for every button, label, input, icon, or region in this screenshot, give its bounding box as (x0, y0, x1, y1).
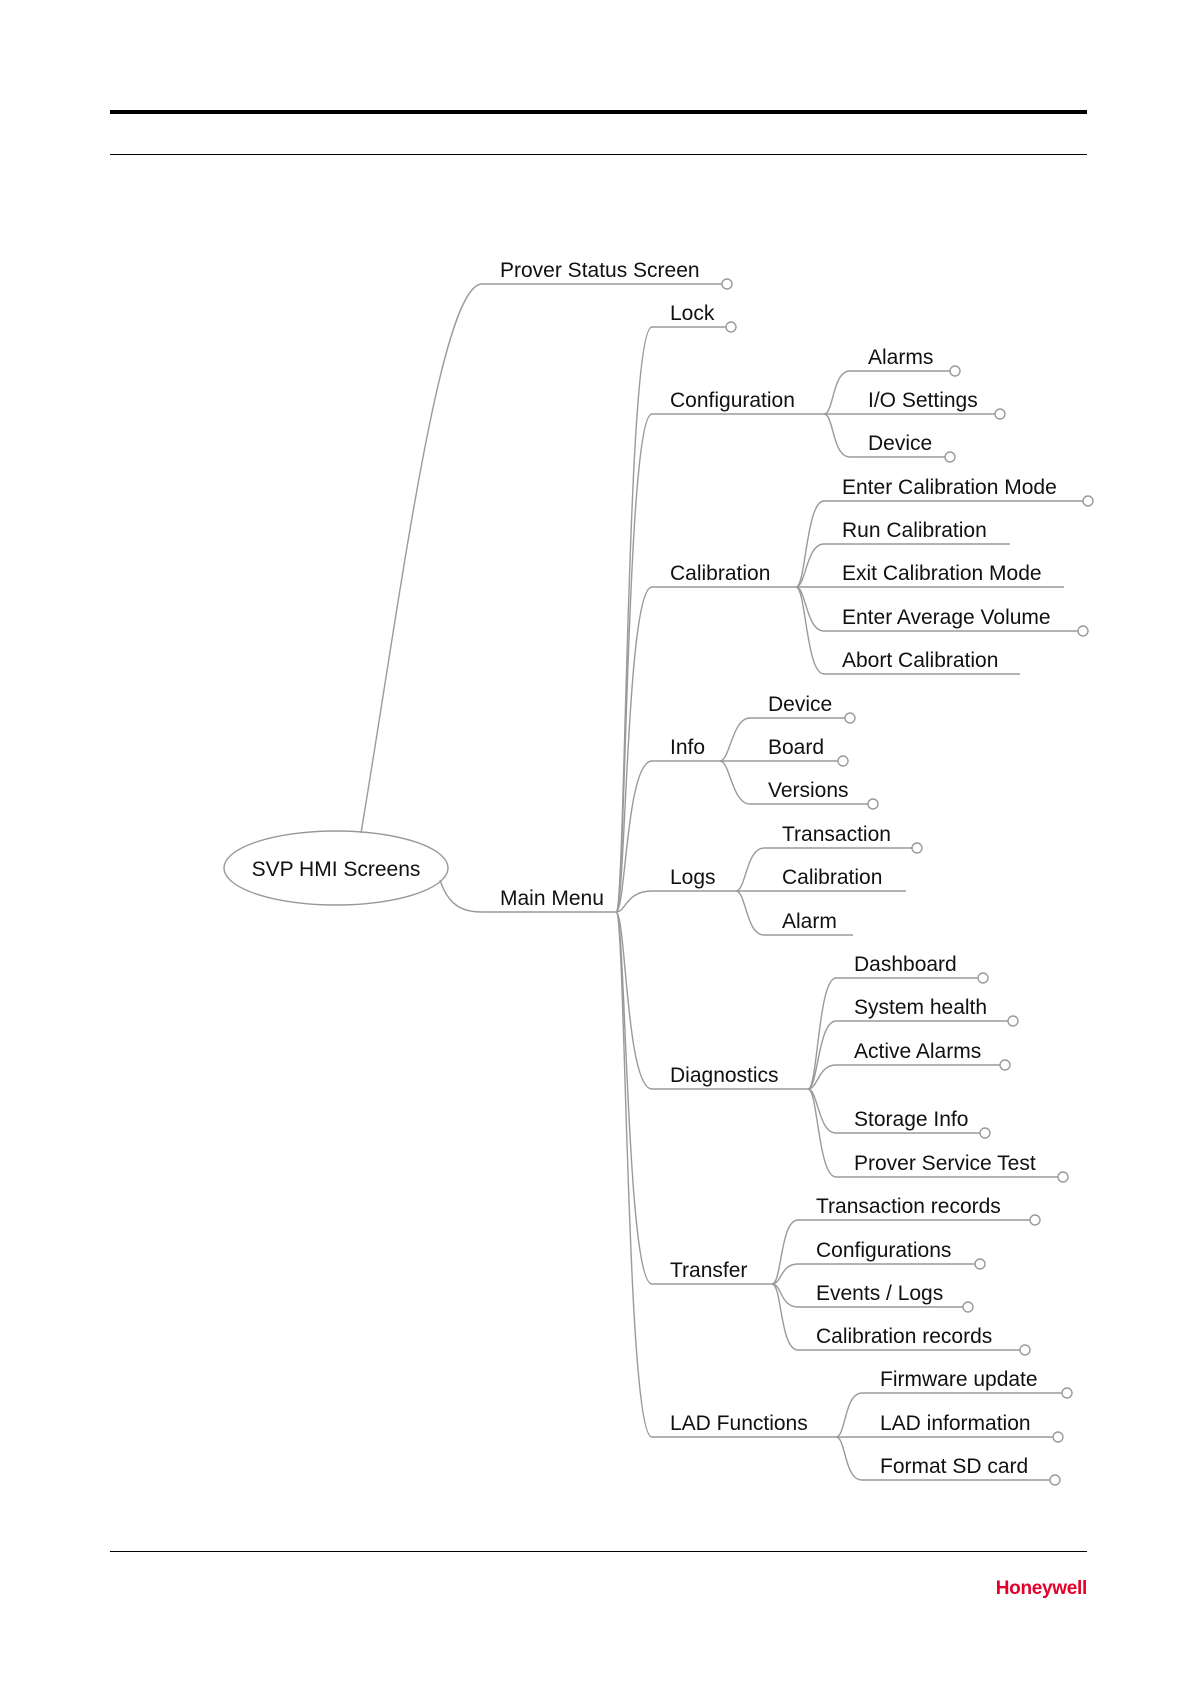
honeywell-logo: Honeywell (995, 1578, 1088, 1599)
node-lad-functions-firmware-update-label: Firmware update (880, 1368, 1038, 1391)
connector-lad-functions-firmware-update (835, 1392, 863, 1438)
node-diagnostics-system-health-end-node (1007, 1015, 1019, 1027)
node-transfer-configurations-label: Configurations (816, 1239, 951, 1262)
connector-diagnostics-system-health (807, 1020, 837, 1090)
node-configuration-label: Configuration (670, 389, 795, 412)
connector-lad-functions (615, 911, 653, 1438)
node-configuration-device-label: Device (868, 432, 932, 455)
node-calibration-label: Calibration (670, 562, 770, 585)
node-calibration-enter-average-volume-end-node (1077, 625, 1089, 637)
node-diagnostics-prover-service-test-label: Prover Service Test (854, 1152, 1036, 1175)
node-lad-functions-format-sd-card-end-node (1049, 1474, 1061, 1486)
node-calibration-abort-calibration-label: Abort Calibration (842, 649, 998, 672)
connector-diagnostics-prover-service-test (807, 1088, 837, 1178)
connector-prover-status (360, 283, 483, 834)
root-node (223, 830, 449, 906)
connector-calibration-run-calibration (795, 543, 825, 588)
connector-info (615, 760, 653, 913)
node-lock-label: Lock (670, 302, 715, 325)
node-lad-functions-lad-information-end-node (1052, 1431, 1064, 1443)
connector-logs-transaction (735, 847, 765, 892)
connector-main-menu (439, 879, 483, 913)
node-lad-functions-lad-information-label: LAD information (880, 1412, 1031, 1435)
node-calibration-enter-calibration-mode-end-node (1082, 495, 1094, 507)
node-info-board-label: Board (768, 736, 824, 759)
node-lad-functions-firmware-update-end-node (1061, 1387, 1073, 1399)
root-node-label: SVP HMI Screens (252, 858, 421, 881)
node-logs-label: Logs (670, 866, 716, 889)
node-prover-status-screen-label: Prover Status Screen (500, 259, 700, 282)
node-calibration-enter-calibration-mode-label: Enter Calibration Mode (842, 476, 1057, 499)
node-transfer-configurations-end-node (974, 1258, 986, 1270)
node-transfer-label: Transfer (670, 1259, 747, 1282)
node-lad-functions-label: LAD Functions (670, 1412, 808, 1435)
node-info-label: Info (670, 736, 705, 759)
node-configuration-device-end-node (944, 451, 956, 463)
connector-logs-alarm (735, 890, 765, 936)
node-diagnostics-system-health-label: System health (854, 996, 987, 1019)
node-transfer-calibration-records-end-node (1019, 1344, 1031, 1356)
connector-diagnostics-dashboard (807, 977, 837, 1090)
node-transfer-transaction-records-label: Transaction records (816, 1195, 1001, 1218)
node-info-versions-end-node (867, 798, 879, 810)
node-logs-alarm-label: Alarm (782, 910, 837, 933)
header-rule-thin (110, 154, 1087, 155)
connector-transfer-transaction-records (771, 1219, 799, 1285)
connector-lad-functions-format-sd-card (835, 1436, 863, 1481)
connector-logs (615, 890, 653, 913)
node-diagnostics-label: Diagnostics (670, 1064, 779, 1087)
node-diagnostics-dashboard-label: Dashboard (854, 953, 957, 976)
node-transfer-events-logs-label: Events / Logs (816, 1282, 943, 1305)
node-lock-end-node (725, 321, 737, 333)
connector-configuration-device (823, 413, 851, 458)
node-diagnostics-storage-info-end-node (979, 1127, 991, 1139)
node-calibration-enter-average-volume-label: Enter Average Volume (842, 606, 1051, 629)
connector-lock (615, 326, 653, 913)
node-logs-transaction-end-node (911, 842, 923, 854)
node-info-board-end-node (837, 755, 849, 767)
header-rule-thick (110, 110, 1087, 114)
node-configuration-i-o-settings-end-node (994, 408, 1006, 420)
footer-rule (110, 1551, 1087, 1552)
node-diagnostics-storage-info-label: Storage Info (854, 1108, 968, 1131)
node-transfer-events-logs-end-node (962, 1301, 974, 1313)
node-configuration-alarms-label: Alarms (868, 346, 933, 369)
node-info-versions-label: Versions (768, 779, 849, 802)
node-configuration-i-o-settings-label: I/O Settings (868, 389, 978, 412)
connector-info-versions (719, 760, 751, 805)
node-transfer-calibration-records-label: Calibration records (816, 1325, 992, 1348)
node-info-device-end-node (844, 712, 856, 724)
connector-diagnostics (615, 911, 653, 1090)
node-calibration-run-calibration-label: Run Calibration (842, 519, 987, 542)
node-configuration-alarms-end-node (949, 365, 961, 377)
node-calibration-exit-calibration-mode-label: Exit Calibration Mode (842, 562, 1042, 585)
connector-diagnostics-active-alarms (807, 1064, 837, 1090)
node-diagnostics-active-alarms-label: Active Alarms (854, 1040, 981, 1063)
connector-transfer-configurations (771, 1263, 799, 1285)
node-logs-calibration-label: Calibration (782, 866, 882, 889)
node-main-menu-label: Main Menu (500, 887, 604, 910)
node-diagnostics-active-alarms-end-node (999, 1059, 1011, 1071)
connector-configuration-alarms (823, 370, 851, 415)
node-diagnostics-dashboard-end-node (977, 972, 989, 984)
node-transfer-transaction-records-end-node (1029, 1214, 1041, 1226)
connector-transfer-calibration-records (771, 1283, 799, 1351)
node-lad-functions-format-sd-card-label: Format SD card (880, 1455, 1028, 1478)
connector-info-device (719, 717, 751, 762)
node-logs-transaction-label: Transaction (782, 823, 891, 846)
connector-calibration-enter-calibration-mode (795, 500, 825, 588)
node-diagnostics-prover-service-test-end-node (1057, 1171, 1069, 1183)
connector-calibration-abort-calibration (795, 586, 825, 675)
node-prover-status-screen-end-node (721, 278, 733, 290)
connector-calibration (615, 586, 653, 913)
node-info-device-label: Device (768, 693, 832, 716)
